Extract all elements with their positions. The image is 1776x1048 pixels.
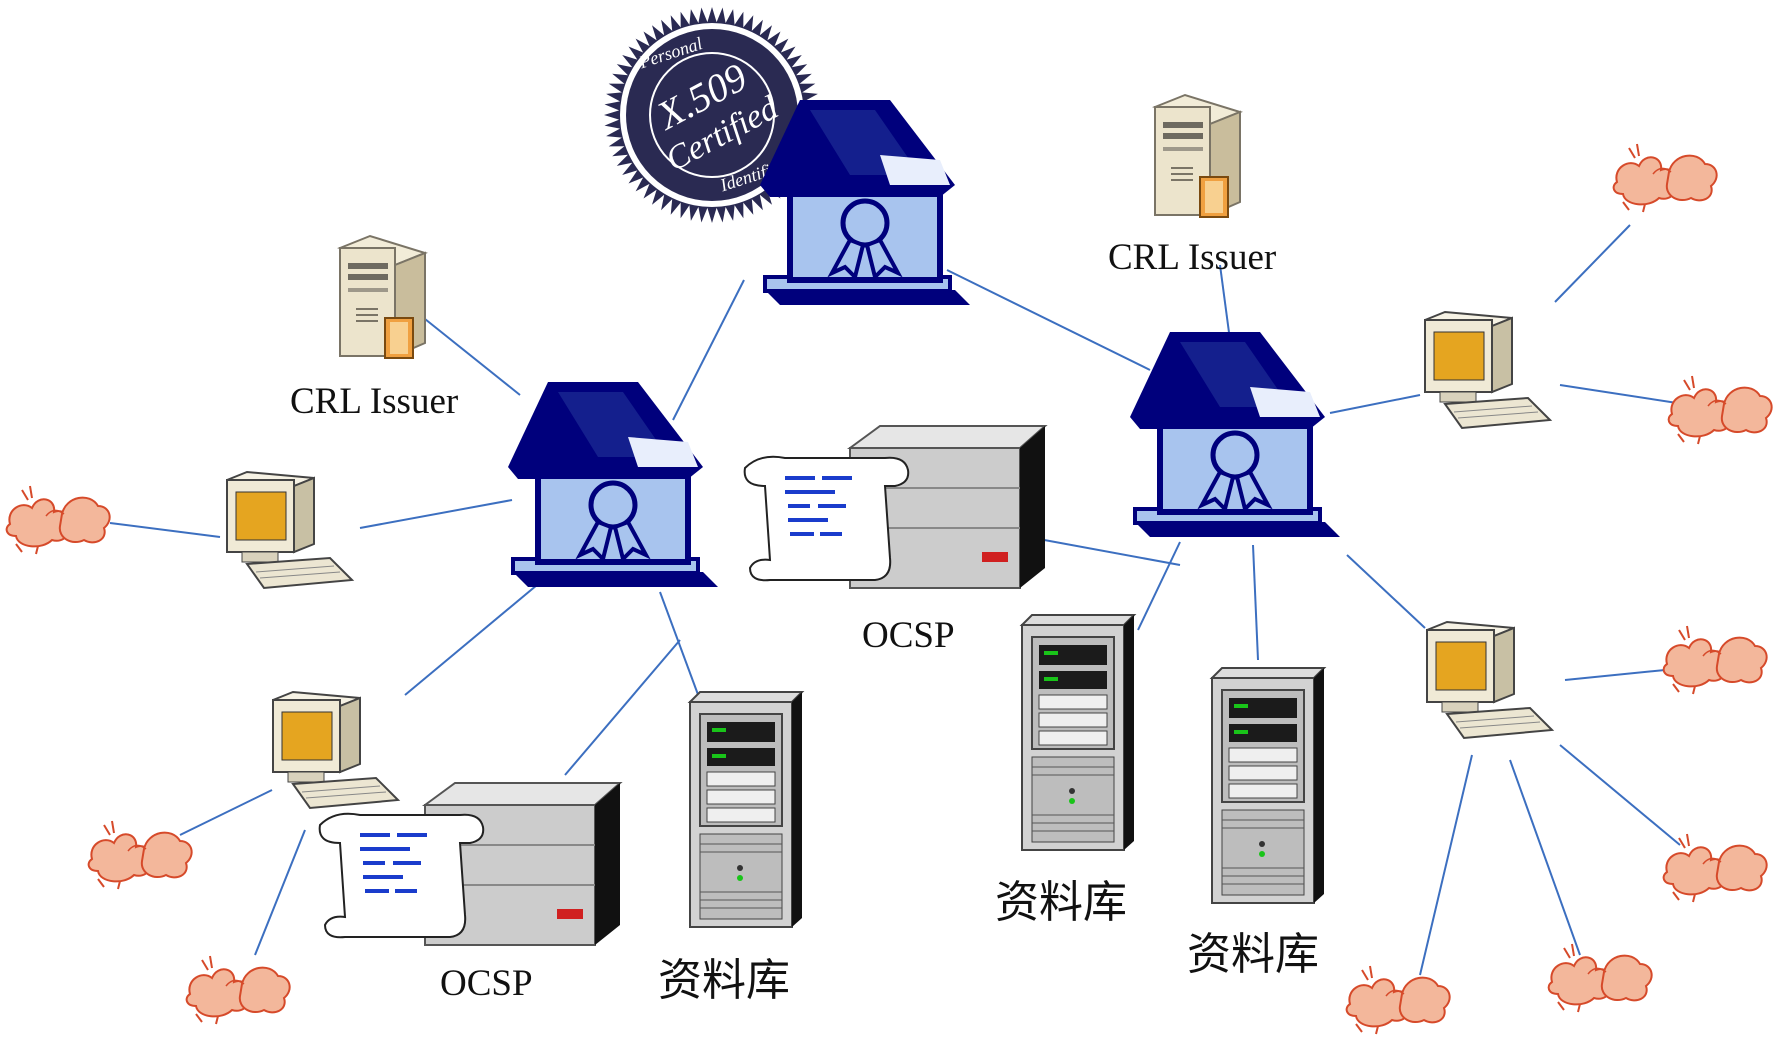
end-user-8-icon [1547,943,1653,1013]
end-user-3-icon [185,955,291,1025]
connection-lines [109,224,1691,976]
ocsp-server-bottom-icon [318,782,621,946]
link-repo2-rightca [1252,544,1259,661]
left-ca-icon [508,382,718,587]
link-ocsp-leftca [564,639,681,776]
end-user-4-icon [1612,143,1718,213]
crl-server-right-icon [1154,94,1241,218]
repository-left-icon [689,691,803,928]
link-repo1-rightca [1137,541,1181,631]
link-ws4-user3 [1509,759,1581,956]
link-user2-ws2 [254,829,306,956]
workstation-2-icon [272,691,399,809]
repository-mid-icon [1021,614,1135,851]
ocsp-center-label: OCSP [862,615,955,656]
x509-seal-icon: X.509 Certified Personal Identifier [604,7,820,223]
link-ws4-user [1564,669,1666,681]
link-ocsp-rightca [1027,536,1181,566]
end-user-6-icon [1662,625,1768,695]
crl-server-left-icon [339,235,426,359]
crl-issuer-left-label: CRL Issuer [290,381,459,422]
link-ws2-leftca [404,569,556,696]
link-ws3-user [1554,224,1631,303]
link-rightca-ws3 [1329,394,1421,414]
repository-right-icon [1211,667,1325,904]
ocsp-bottom-label: OCSP [440,963,533,1004]
link-ws3-user2 [1559,384,1691,406]
workstation-4-icon [1426,621,1553,739]
repository-right-label: 资料库 [1187,929,1319,980]
link-rootca-leftca [672,279,745,421]
link-ws4-user2 [1559,744,1681,846]
link-repo-leftca [659,591,701,701]
end-user-1-icon [5,485,111,555]
repository-mid-label: 资料库 [995,877,1127,928]
link-ws1-leftca [359,499,513,529]
link-crl-rightca [1219,264,1231,341]
link-user-ws1 [109,522,221,538]
link-rootca-rightca [946,269,1151,371]
repository-left-label: 资料库 [658,955,790,1006]
crl-issuer-right-label: CRL Issuer [1108,237,1277,278]
end-user-2-icon [87,820,193,890]
link-ws4-user4 [1419,754,1473,976]
ocsp-server-center-icon [743,425,1046,589]
root-ca-icon [760,100,970,305]
link-crl-leftca [419,314,521,396]
workstation-3-icon [1424,311,1551,429]
link-user-ws2 [179,789,273,836]
workstation-1-icon [226,471,353,589]
end-user-5-icon [1667,375,1773,445]
right-ca-icon [1130,332,1340,537]
end-user-9-icon [1345,965,1451,1035]
link-rightca-ws4 [1346,554,1426,629]
